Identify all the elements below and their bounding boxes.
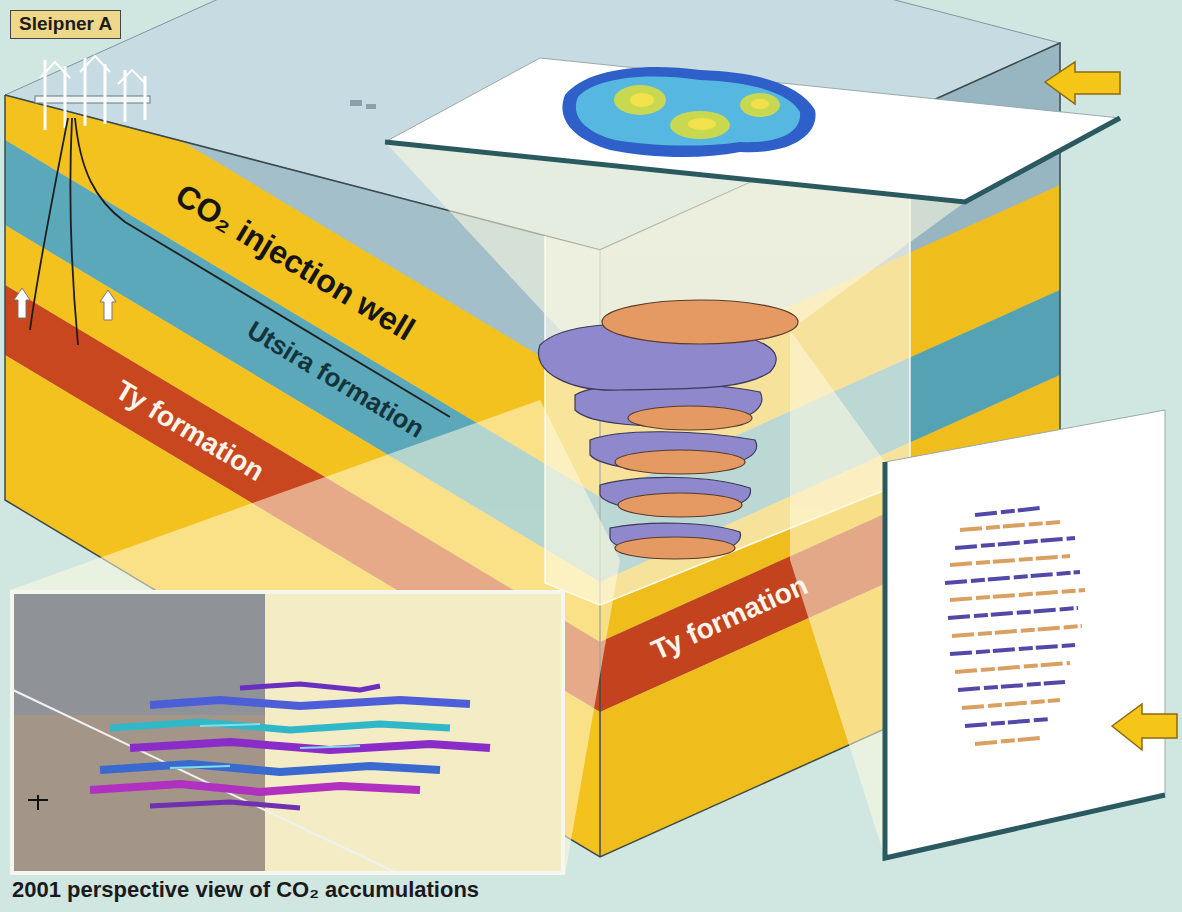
map-plate — [385, 58, 1120, 202]
section-plate — [950, 645, 1075, 654]
name-plate: Sleipner A — [10, 10, 121, 39]
section-plate — [962, 700, 1060, 708]
section-plate — [975, 508, 1040, 515]
co2-plume — [615, 537, 735, 559]
platform — [104, 64, 107, 124]
section-plate — [955, 663, 1070, 672]
inset-view — [110, 722, 450, 730]
inset-view — [90, 684, 490, 808]
flow-arrow — [14, 288, 30, 318]
section-plate — [975, 738, 1040, 744]
map-plate — [688, 118, 716, 130]
platform — [35, 96, 150, 103]
map-plate — [630, 93, 654, 107]
inset-view — [12, 592, 563, 873]
map-plate — [385, 58, 1120, 202]
co2-plume — [628, 406, 752, 430]
section-plate — [955, 538, 1075, 548]
inset-view — [170, 724, 360, 768]
platform — [366, 104, 376, 109]
inset-view — [28, 795, 48, 810]
co2-plume — [618, 493, 742, 517]
inset-view — [240, 684, 380, 690]
pointer-arrow — [1045, 62, 1120, 104]
co2-plume — [615, 450, 745, 474]
map-plate — [670, 111, 730, 139]
flow-arrow — [100, 290, 116, 320]
section-plate — [950, 590, 1085, 600]
inset-view — [12, 592, 563, 873]
projection-beam — [10, 400, 620, 875]
caption: 2001 perspective view of CO₂ accumulatio… — [12, 877, 479, 902]
inset-view — [13, 690, 395, 872]
well-path — [75, 118, 450, 417]
section-plate — [885, 462, 1165, 858]
section-plate — [885, 410, 1165, 858]
inset-view — [130, 742, 490, 750]
map-plate — [562, 67, 815, 157]
pointer-arrow — [1045, 62, 1177, 750]
well-path — [70, 118, 78, 345]
section-plate — [885, 410, 1165, 858]
section-plate — [958, 682, 1065, 690]
projection-beam — [10, 142, 965, 875]
platform — [350, 100, 362, 106]
section-plate — [948, 608, 1078, 618]
platform — [40, 56, 146, 84]
co2-plume — [602, 300, 798, 344]
section-plate — [952, 626, 1082, 636]
section-plate — [965, 719, 1050, 726]
section-plate — [945, 508, 1085, 744]
map-plate — [740, 93, 780, 117]
well-path — [30, 118, 450, 417]
platform — [64, 66, 67, 128]
co2-plume — [538, 300, 798, 559]
inset-view — [100, 764, 440, 772]
flow-arrow — [14, 288, 116, 320]
well-path — [30, 118, 68, 330]
inset-view — [90, 784, 420, 792]
inset-view — [150, 802, 300, 808]
section-plate — [950, 556, 1070, 565]
inset-view — [150, 700, 470, 706]
map-plate — [614, 85, 666, 115]
inset-view — [13, 593, 562, 872]
pointer-arrow — [1112, 704, 1177, 750]
section-plate — [960, 522, 1060, 530]
plate-text: Sleipner A — [19, 13, 112, 36]
platform — [35, 56, 376, 130]
map-plate — [576, 77, 800, 146]
map-plate — [751, 99, 769, 109]
section-plate — [945, 572, 1080, 583]
